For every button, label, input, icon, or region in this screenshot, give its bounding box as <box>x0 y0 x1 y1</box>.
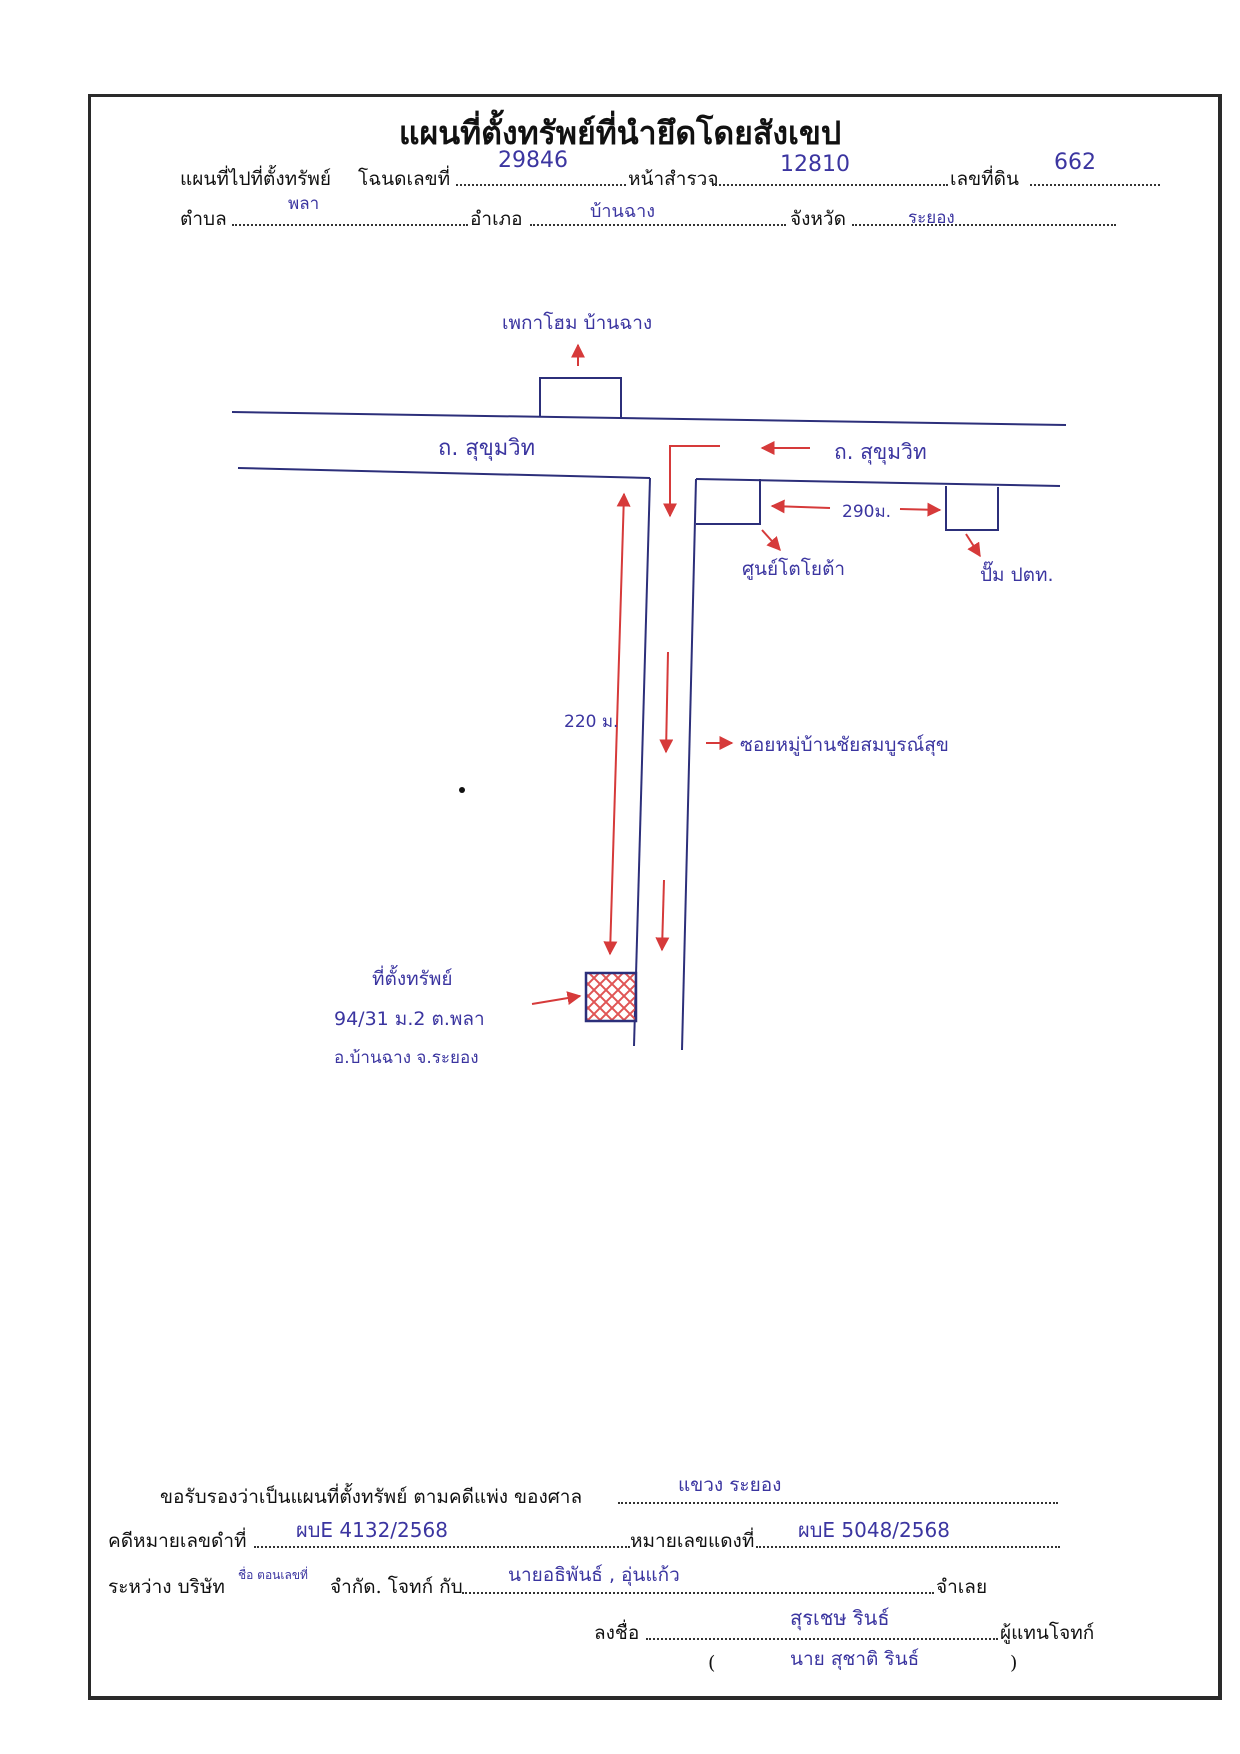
arrow-property-pointer <box>531 991 582 1005</box>
red-case-value: ผบE 5048/2568 <box>798 1518 950 1542</box>
road-right-label: ถ. สุขุมวิท <box>834 440 927 464</box>
survey-page-line <box>712 184 948 186</box>
toyota-box <box>696 479 761 525</box>
ptt-box <box>945 486 999 531</box>
black-case-label: คดีหมายเลขดำที่ <box>108 1530 247 1552</box>
deed-number-value: 29846 <box>498 148 568 173</box>
black-case-line <box>254 1546 630 1548</box>
property-address-line2: อ.บ้านฉาง จ.ระยอง <box>334 1048 479 1068</box>
soi-label: ซอยหมู่บ้านชัยสมบูรณ์สุข <box>740 734 949 756</box>
arrow-toyota-pointer <box>761 529 781 552</box>
subdistrict-value: พลา <box>288 194 320 214</box>
paren-close: ) <box>1010 1652 1018 1674</box>
arrow-turn-into-soi <box>663 445 720 518</box>
land-number-label: เลขที่ดิน <box>950 168 1019 190</box>
ink-dot <box>459 787 465 793</box>
arrow-soi-down-1 <box>659 651 674 754</box>
land-number-value: 662 <box>1054 150 1096 175</box>
red-case-line <box>756 1546 1060 1548</box>
district-value: บ้านฉาง <box>590 201 655 222</box>
subdistrict-line <box>232 224 468 226</box>
company-value: ชื่อ ตอนเลขที่ <box>238 1568 308 1582</box>
district-line <box>530 224 786 226</box>
defendant-suffix: จำเลย <box>936 1576 988 1598</box>
printed-name-value: นาย สุชาติ รินธ์ <box>790 1648 920 1670</box>
arrow-distance-220 <box>603 492 631 956</box>
ptt-label: ปั๊ม ปตท. <box>980 564 1054 586</box>
defendant-line <box>462 1592 934 1594</box>
signature-value: สุรเชษ รินธ์ <box>790 1606 890 1630</box>
survey-page-label: หน้าสำรวจ <box>628 168 719 190</box>
document-title: แผนที่ตั้งทรัพย์ที่นำยึดโดยสังเขป <box>398 114 842 152</box>
between-company-label: ระหว่าง บริษัท <box>108 1576 225 1598</box>
document-frame <box>88 94 1222 1700</box>
soi-left-edge <box>633 477 651 1047</box>
court-line <box>618 1502 1058 1504</box>
court-value: แขวง ระยอง <box>678 1474 782 1496</box>
certify-label: ขอรับรองว่าเป็นแผนที่ตั้งทรัพย์ ตามคดีแพ… <box>160 1486 583 1508</box>
landmark-top-box <box>539 377 622 418</box>
map-prefix-label: แผนที่ไปที่ตั้งทรัพย์ <box>180 168 332 190</box>
arrow-ptt-pointer <box>965 533 981 558</box>
province-value: ระยอง <box>908 208 955 228</box>
defendant-value: นายอธิพันธ์ , อุ่นแก้ว <box>508 1564 680 1586</box>
signature-line <box>646 1638 998 1640</box>
property-label: ที่ตั้งทรัพย์ <box>372 968 453 990</box>
plaintiff-label: จำกัด. โจทก์ กับ <box>330 1576 463 1598</box>
representative-label: ผู้แทนโจทก์ <box>1000 1622 1095 1644</box>
black-case-value: ผบE 4132/2568 <box>296 1518 448 1542</box>
red-case-label: หมายเลขแดงที่ <box>630 1530 755 1552</box>
arrow-soi-down-2 <box>655 879 670 952</box>
toyota-label: ศูนย์โตโยต้า <box>742 558 846 580</box>
sign-label: ลงชื่อ <box>594 1622 640 1644</box>
road-top-edge <box>231 411 1067 426</box>
landmark-top-label: เพกาโฮม บ้านฉาง <box>502 312 653 334</box>
distance-horizontal-label: 290ม. <box>842 502 892 522</box>
land-number-line <box>1030 184 1160 186</box>
deed-number-line <box>456 184 626 186</box>
arrow-290-left <box>770 499 831 514</box>
road-bottom-edge-left <box>237 467 651 479</box>
property-plot <box>584 971 638 1023</box>
district-label: อำเภอ <box>470 208 523 230</box>
subdistrict-label: ตำบล <box>180 208 227 230</box>
distance-vertical-label: 220 ม. <box>564 712 619 732</box>
road-bottom-edge-right <box>695 478 1061 487</box>
survey-page-value: 12810 <box>780 152 850 177</box>
arrow-290-right <box>899 502 942 517</box>
property-address-line1: 94/31 ม.2 ต.พลา <box>334 1008 485 1030</box>
paren-open: ( <box>708 1652 716 1674</box>
soi-right-edge <box>681 478 697 1051</box>
deed-number-label: โฉนดเลขที่ <box>358 168 451 190</box>
province-label: จังหวัด <box>790 208 846 230</box>
road-left-label: ถ. สุขุมวิท <box>438 436 536 461</box>
province-line <box>852 224 1116 226</box>
